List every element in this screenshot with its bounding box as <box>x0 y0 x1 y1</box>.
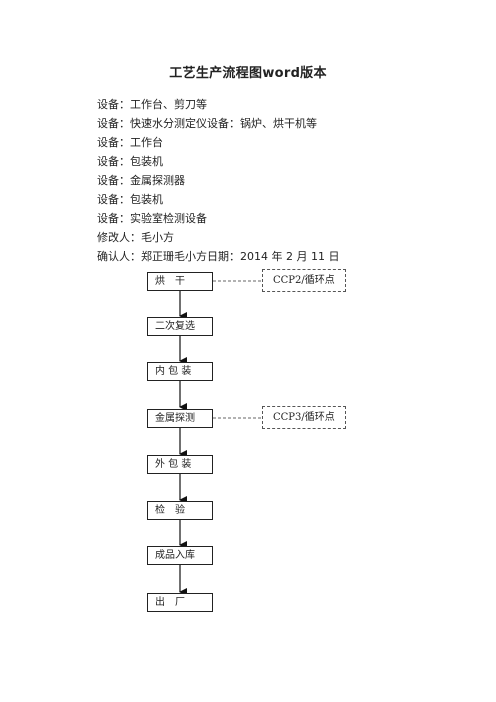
flow-step-outer-packing: 外 包 装 <box>147 455 213 474</box>
flow-step-shipping: 出 厂 <box>147 593 213 612</box>
ccp2-note: CCP2/循环点 <box>262 269 346 292</box>
equipment-line: 设备：包装机 <box>97 193 163 206</box>
equipment-list: 设备：工作台、剪刀等 设备：快速水分测定仪设备：锅炉、烘干机等 设备：工作台 设… <box>97 95 339 266</box>
equipment-line: 设备：工作台 <box>97 136 163 149</box>
equipment-line: 设备：快速水分测定仪设备：锅炉、烘干机等 <box>97 117 317 130</box>
confirmed-by-line: 确认人：郑正珊毛小方日期：2014 年 2 月 11 日 <box>97 250 340 263</box>
ccp3-note: CCP3/循环点 <box>262 406 346 429</box>
equipment-line: 设备：金属探测器 <box>97 174 185 187</box>
flow-step-metal-detection: 金属探测 <box>147 409 213 428</box>
equipment-line: 设备：工作台、剪刀等 <box>97 98 207 111</box>
flow-step-warehousing: 成品入库 <box>147 546 213 565</box>
flow-step-second-sorting: 二次复选 <box>147 317 213 336</box>
equipment-line: 设备：包装机 <box>97 155 163 168</box>
equipment-line: 设备：实验室检测设备 <box>97 212 207 225</box>
flow-step-inspection: 检 验 <box>147 501 213 520</box>
modified-by-line: 修改人：毛小方 <box>97 231 174 244</box>
flow-step-inner-packing: 内 包 装 <box>147 362 213 381</box>
document-title: 工艺生产流程图word版本 <box>169 66 327 81</box>
flow-step-drying: 烘 干 <box>147 272 213 291</box>
